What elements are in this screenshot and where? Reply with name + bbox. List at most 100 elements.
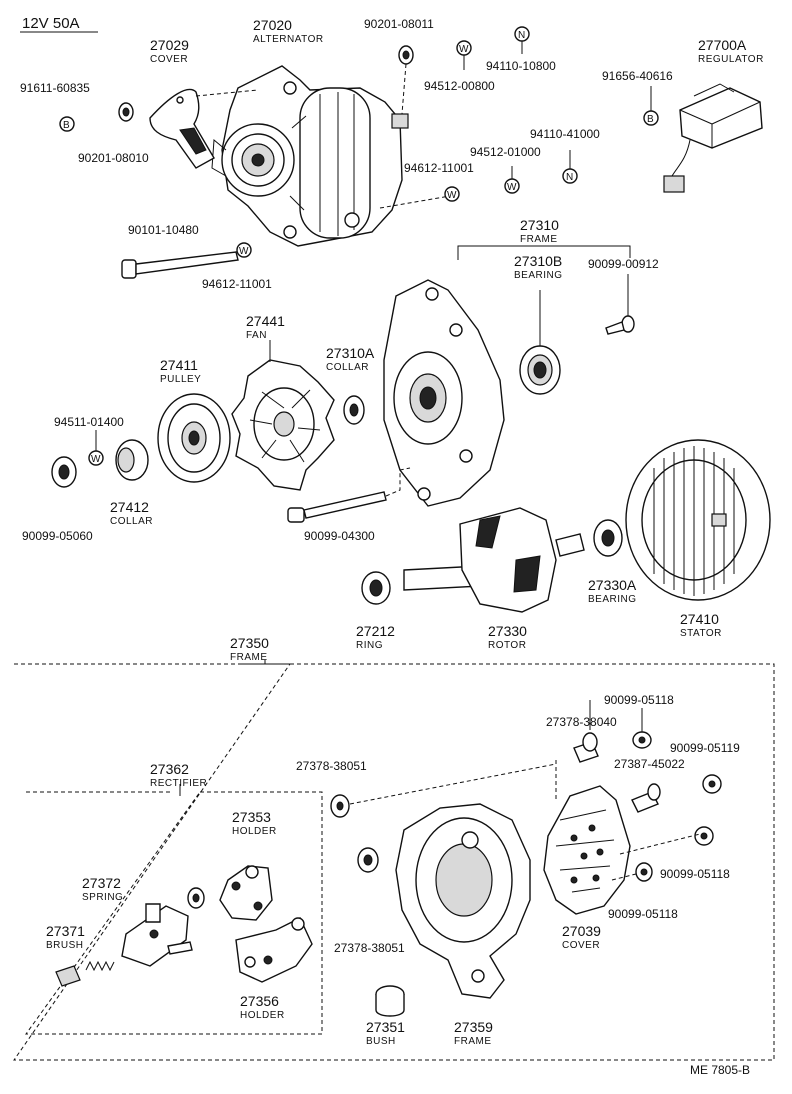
- part-number-90099-05118: 90099-05118: [608, 907, 678, 921]
- part-name-holder: HOLDER: [240, 1010, 285, 1021]
- part-number-27353: 27353: [232, 809, 271, 825]
- part-number-27371: 27371: [46, 923, 85, 939]
- part-number-27330: 27330: [488, 623, 527, 639]
- leader-dash: [379, 195, 451, 209]
- marker-b-1: B: [59, 116, 75, 132]
- part-name-rotor: ROTOR: [488, 640, 526, 651]
- marker-b-2: B: [643, 110, 659, 126]
- part-name-ring: RING: [356, 640, 383, 651]
- fan-drawing: [231, 359, 335, 491]
- part-labels: 27020ALTERNATOR27029COVER91611-608359020…: [20, 17, 764, 1047]
- part-name-regulator: REGULATOR: [698, 54, 764, 65]
- part-number-90099-05118: 90099-05118: [660, 867, 730, 881]
- part-number-90099-05119: 90099-05119: [670, 741, 740, 755]
- leader-dash: [401, 63, 407, 115]
- rectifier-washer-drawing: [187, 887, 205, 909]
- bush-drawing: [375, 985, 405, 1017]
- part-name-holder: HOLDER: [232, 826, 277, 837]
- bearing-27330A-drawing: [593, 519, 623, 557]
- part-name-collar: COLLAR: [326, 362, 369, 373]
- part-number-27310b: 27310B: [514, 253, 562, 269]
- holder-27356-drawing: [235, 917, 313, 983]
- part-number-27020: 27020: [253, 17, 292, 33]
- part-number-90101-10480: 90101-10480: [128, 223, 199, 237]
- part-name-frame: FRAME: [230, 652, 268, 663]
- part-number-27212: 27212: [356, 623, 395, 639]
- part-number-27350: 27350: [230, 635, 269, 651]
- part-number-90099-05060: 90099-05060: [22, 529, 93, 543]
- part-number-27310: 27310: [520, 217, 559, 233]
- part-name-brush: BRUSH: [46, 940, 84, 951]
- part-number-27330a: 27330A: [588, 577, 637, 593]
- part-number-91656-40616: 91656-40616: [602, 69, 673, 83]
- marker-w-1: W: [456, 40, 472, 56]
- marker-w-4: W: [236, 242, 252, 258]
- frame-27310-drawing: [383, 279, 505, 507]
- part-name-fan: FAN: [246, 330, 267, 341]
- nut-05119: [702, 774, 722, 794]
- part-number-27310a: 27310A: [326, 345, 375, 361]
- part-number-27029: 27029: [150, 37, 189, 53]
- insulator-38051-lower: [357, 847, 379, 873]
- part-name-spring: SPRING: [82, 892, 123, 903]
- svg-text:W: W: [459, 44, 469, 55]
- alternator-drawing: [211, 65, 409, 247]
- part-name-bearing: BEARING: [588, 594, 637, 605]
- part-number-27387-45022: 27387-45022: [614, 757, 685, 771]
- part-name-collar: COLLAR: [110, 516, 153, 527]
- marker-n-2: N: [562, 168, 578, 184]
- ring-drawing: [361, 571, 391, 605]
- holder-27353-drawing: [219, 865, 273, 921]
- part-number-27378-38051: 27378-38051: [296, 759, 367, 773]
- part-number-27378-38040: 27378-38040: [546, 715, 617, 729]
- brush-drawing: [55, 965, 81, 987]
- svg-text:N: N: [566, 172, 574, 183]
- collar-27412-drawing: [115, 439, 149, 481]
- svg-text:W: W: [447, 190, 457, 201]
- part-number-27411: 27411: [160, 357, 198, 373]
- part-number-27039: 27039: [562, 923, 601, 939]
- part-number-27410: 27410: [680, 611, 719, 627]
- part-name-bearing: BEARING: [514, 270, 563, 281]
- part-number-94512-00800: 94512-00800: [424, 79, 495, 93]
- marker-w-3: W: [444, 186, 460, 202]
- bolt-04300-drawing: [287, 491, 387, 523]
- part-name-pulley: PULLEY: [160, 374, 201, 385]
- frame-27359-drawing: [395, 803, 531, 999]
- svg-text:W: W: [507, 182, 517, 193]
- nut-05060-drawing: [51, 456, 77, 488]
- part-number-27351: 27351: [366, 1019, 405, 1035]
- marker-w-5: W: [88, 450, 104, 466]
- reference-code: ME 7805-B: [690, 1063, 750, 1077]
- rectifier-27362-boundary: [25, 791, 323, 1035]
- marker-w-2: W: [504, 178, 520, 194]
- nut-05118-b: [694, 826, 714, 846]
- nut-05118-c: [635, 862, 653, 882]
- part-number-90099-00912: 90099-00912: [588, 257, 659, 271]
- collar-27310A-drawing: [343, 395, 365, 425]
- through-bolt-drawing: [121, 251, 239, 279]
- part-number-94512-01000: 94512-01000: [470, 145, 541, 159]
- part-number-27362: 27362: [150, 761, 189, 777]
- bearing-27310B-drawing: [519, 345, 561, 395]
- marker-n-1: N: [514, 26, 530, 42]
- part-number-27441: 27441: [246, 313, 285, 329]
- part-number-90201-08010: 90201-08010: [78, 151, 149, 165]
- cover-27039-drawing: [543, 785, 631, 915]
- part-number-94110-10800: 94110-10800: [486, 59, 556, 73]
- frame-27350-boundary: [13, 663, 775, 1061]
- spec-label: 12V 50A: [22, 15, 80, 32]
- part-number-91611-60835: 91611-60835: [20, 81, 90, 95]
- brush-holder-drawing: [121, 903, 193, 967]
- svg-text:B: B: [63, 120, 70, 131]
- svg-text:W: W: [239, 246, 249, 257]
- part-number-27359: 27359: [454, 1019, 493, 1035]
- svg-text:W: W: [91, 454, 101, 465]
- terminal-45022-drawing: [631, 783, 661, 813]
- part-number-27412: 27412: [110, 499, 149, 515]
- terminal-38040-drawing: [573, 732, 599, 763]
- part-name-stator: STATOR: [680, 628, 722, 639]
- rotor-drawing: [403, 507, 585, 613]
- washer-90201-08011: [398, 45, 414, 65]
